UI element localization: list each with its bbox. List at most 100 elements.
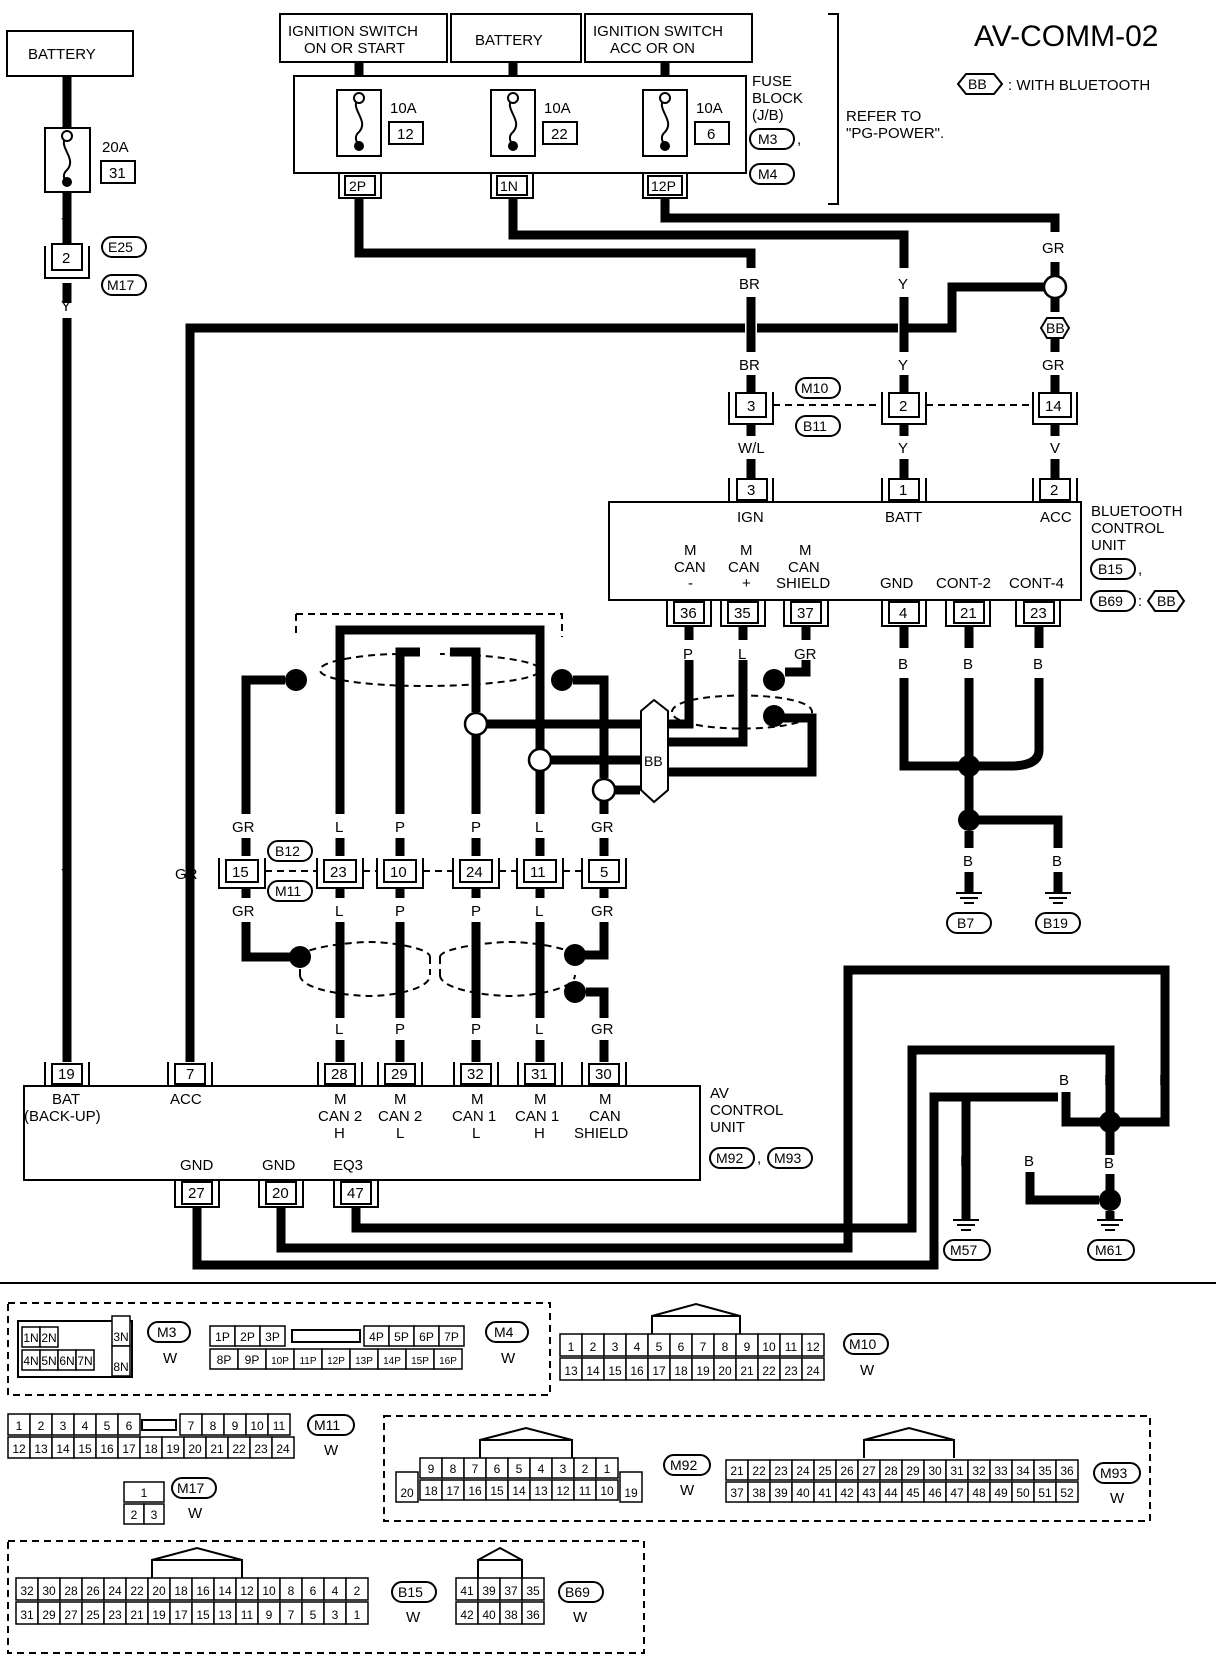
wire-gr-label: GR [1042,357,1065,374]
connector-cell-label: 5 [104,1419,111,1433]
svg-text:M61: M61 [1095,1242,1122,1258]
connector-cell-label: 14P [383,1356,401,1367]
svg-text:B12: B12 [275,843,300,859]
connector-cell-label: 6 [126,1419,133,1433]
svg-text:M: M [471,1091,484,1108]
wire-y-label: Y [61,298,71,315]
svg-text:31: 31 [531,1066,548,1083]
connector-cell [595,1479,619,1501]
legend-text: : WITH BLUETOOTH [1008,77,1150,94]
cv-m4-name: M4 [494,1324,514,1340]
connector-cell-label: 10 [600,1484,614,1498]
svg-text:2: 2 [1050,482,1058,499]
connector-cell [521,1601,545,1625]
svg-text:,: , [757,1150,761,1167]
svg-text:47: 47 [347,1185,364,1202]
wire-y-label: Y [898,440,908,457]
connector-cell-label: 7 [700,1340,707,1354]
svg-text:CAN: CAN [788,559,820,576]
connector-cell-label: 39 [482,1584,496,1598]
svg-text:BLUETOOTH: BLUETOOTH [1091,503,1182,520]
wire-gr-label: GR [591,1021,614,1038]
battery-left-label: BATTERY [28,46,96,63]
connector-cell-label: 20 [188,1442,202,1456]
connector-cell [259,1325,286,1347]
connector-cell-label: 1N [23,1331,38,1345]
wire-b-label: B [1052,853,1062,870]
connector-cell-label: 9 [232,1419,239,1433]
wire-gr-label: GR [591,903,614,920]
connector-cell [801,1333,825,1357]
connector-cell-label: 20 [718,1364,732,1378]
svg-text:M92: M92 [716,1150,743,1166]
ground-m57: M57 [943,1219,991,1261]
connector-cell-label: 11 [785,1340,798,1354]
connector-cell-label: 19 [696,1364,710,1378]
connector-cell-label: 27 [862,1464,876,1478]
connector-cell-label: 36 [526,1608,540,1622]
connector-cell-label: 32 [20,1584,34,1598]
connector-cell-label: 13 [564,1364,578,1378]
connector-cell [395,1471,419,1503]
svg-text:5: 5 [600,864,608,881]
connector-cell-label: 14 [512,1484,526,1498]
connector-cell-label: 20 [152,1584,166,1598]
connector-cell-label: 35 [526,1584,540,1598]
connector-cell-label: 17 [652,1364,666,1378]
svg-text:10: 10 [390,864,407,881]
svg-text:+: + [742,575,751,592]
wire-br-label: BR [739,357,760,374]
diagram-title: AV-COMM-02 [974,20,1158,53]
svg-text:M: M [534,1091,547,1108]
connector-cell-label: 12 [240,1584,254,1598]
svg-text:35: 35 [734,605,751,622]
ign-acc-on-line1: IGNITION SWITCH [593,23,723,40]
connector-cell [39,1326,59,1348]
wire-l-label: L [335,903,343,920]
connector-cell-label: 21 [730,1464,744,1478]
legend: BB : WITH BLUETOOTH [956,73,1150,95]
connector-cell-label: 10P [271,1356,289,1367]
connector-cell-label: 33 [994,1464,1008,1478]
svg-text:10A: 10A [390,100,417,117]
connector-cell-label: 22 [130,1584,144,1598]
wire-b-label: B [963,656,973,673]
connector-cell-label: 8P [217,1353,232,1367]
connector-cell-label: 16 [196,1584,210,1598]
wire-l-label: L [738,646,746,663]
connector-cell-label: 21 [740,1364,754,1378]
connector-cell-label: 9 [428,1462,435,1476]
cv-m93-color: W [1110,1490,1125,1507]
connector-cell-label: 22 [232,1442,246,1456]
svg-text:M: M [684,542,697,559]
svg-text:M: M [334,1091,347,1108]
connector-cell-label: 17 [122,1442,136,1456]
svg-text:24: 24 [466,864,483,881]
svg-text:SHIELD: SHIELD [776,575,830,592]
connector-cell-label: 15 [490,1484,504,1498]
svg-text:B15: B15 [1098,561,1123,577]
svg-text:(BACK-UP): (BACK-UP) [24,1108,101,1125]
connector-cell-label: 1P [215,1330,230,1344]
fuse-12: 10A 12 [336,89,424,157]
connector-cell [345,1601,369,1625]
connector-cell [433,1348,463,1370]
wire-gr-label: GR [232,819,255,836]
cv-m10-name: M10 [849,1336,876,1352]
svg-text:CAN: CAN [728,559,760,576]
connector-cell-label: 17 [446,1484,460,1498]
connector-cell-label: 37 [730,1486,744,1500]
connector-cell-label: 36 [1060,1464,1074,1478]
m10-pin-2: 2 [899,398,907,415]
fuse-block-line2: BLOCK [752,90,803,107]
connector-cell-label: 2 [38,1419,45,1433]
connector-cell-label: 16P [439,1356,457,1367]
connector-cell-label: 13 [534,1484,548,1498]
connector-cell-label: 5P [394,1330,409,1344]
